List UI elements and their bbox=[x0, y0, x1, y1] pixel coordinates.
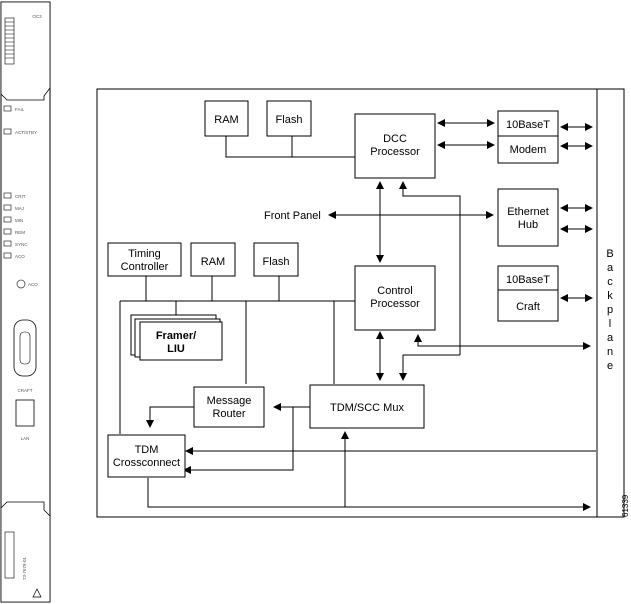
framer-liu-block: Framer/ LIU bbox=[130, 314, 223, 361]
led-fail-icon bbox=[3, 105, 12, 112]
top-ejector-icon bbox=[0, 1, 51, 101]
craft-port-icon[interactable] bbox=[13, 319, 37, 377]
led-aco-label: ACO bbox=[15, 254, 25, 259]
led-min-label: MIN bbox=[15, 218, 23, 223]
flash-top-block: Flash bbox=[266, 100, 312, 137]
backplane-strip bbox=[596, 88, 625, 518]
led-act-stby-icon bbox=[3, 128, 12, 135]
led-maj-label: MAJ bbox=[15, 206, 24, 211]
warning-triangle-icon bbox=[32, 588, 42, 598]
svg-text:10BaseT: 10BaseT bbox=[506, 119, 550, 131]
svg-text:l: l bbox=[609, 318, 611, 330]
card-part-number: 73-7678-01 bbox=[22, 556, 27, 580]
ethernet-hub-block: Ethernet Hub bbox=[497, 188, 559, 247]
card-title: OC3 bbox=[32, 14, 42, 19]
lan-port-icon[interactable] bbox=[15, 399, 35, 427]
card-faceplate: OC3 FAIL ACT/STBY CRIT MAJ MIN REM SYNC … bbox=[0, 1, 51, 603]
message-router-block: Message Router bbox=[193, 386, 265, 428]
svg-text:LIU: LIU bbox=[167, 343, 185, 355]
block-diagram: B a c k p l a n e 61339 bbox=[96, 88, 630, 518]
svg-text:Modem: Modem bbox=[510, 144, 547, 156]
top-latch-icon bbox=[4, 17, 15, 65]
tenbaset-modem-block: 10BaseT Modem bbox=[497, 110, 559, 164]
svg-text:p: p bbox=[607, 304, 613, 316]
svg-text:B: B bbox=[606, 248, 613, 260]
svg-text:Router: Router bbox=[212, 408, 245, 420]
led-crit-icon bbox=[3, 192, 12, 199]
led-act-stby-label: ACT/STBY bbox=[15, 130, 37, 135]
led-rem-icon bbox=[3, 228, 12, 235]
tdm-scc-mux-block: TDM/SCC Mux bbox=[309, 384, 425, 429]
svg-text:a: a bbox=[607, 332, 614, 344]
led-min-icon bbox=[3, 216, 12, 223]
svg-text:Timing: Timing bbox=[128, 248, 161, 260]
craft-port-label: CRAFT bbox=[18, 388, 33, 393]
lan-port-label: LAN bbox=[21, 436, 30, 441]
led-fail-label: FAIL bbox=[15, 107, 25, 112]
svg-text:Processor: Processor bbox=[370, 298, 420, 310]
ram-top-block: RAM bbox=[204, 100, 249, 137]
svg-text:Control: Control bbox=[377, 285, 412, 297]
svg-text:Framer/: Framer/ bbox=[156, 330, 196, 342]
svg-text:Processor: Processor bbox=[370, 146, 420, 158]
led-rem-label: REM bbox=[15, 230, 25, 235]
bottom-ejector-icon bbox=[0, 501, 51, 603]
dcc-processor-block: DCC Processor bbox=[354, 113, 436, 179]
aco-button-icon[interactable] bbox=[16, 279, 26, 289]
led-sync-label: SYNC bbox=[15, 242, 28, 247]
tenbaset-craft-block: 10BaseT Craft bbox=[497, 265, 559, 322]
led-sync-icon bbox=[3, 240, 12, 247]
led-aco-icon bbox=[3, 252, 12, 259]
svg-text:TDM: TDM bbox=[135, 444, 159, 456]
svg-text:Controller: Controller bbox=[121, 261, 169, 273]
timing-controller-block: Timing Controller bbox=[107, 242, 182, 277]
tdm-crossconnect-block: TDM Crossconnect bbox=[107, 434, 186, 478]
bottom-latch-icon bbox=[4, 531, 15, 579]
svg-text:Message: Message bbox=[207, 395, 252, 407]
svg-text:Flash: Flash bbox=[276, 114, 303, 126]
svg-text:RAM: RAM bbox=[214, 114, 238, 126]
svg-text:TDM/SCC Mux: TDM/SCC Mux bbox=[330, 402, 404, 414]
svg-text:Hub: Hub bbox=[518, 219, 538, 231]
figure-number: 61339 bbox=[621, 494, 630, 517]
svg-text:10BaseT: 10BaseT bbox=[506, 274, 550, 286]
svg-text:Crossconnect: Crossconnect bbox=[113, 457, 180, 469]
svg-text:RAM: RAM bbox=[201, 256, 225, 268]
flash-mid-block: Flash bbox=[253, 242, 299, 277]
svg-text:Craft: Craft bbox=[516, 301, 540, 313]
svg-text:Flash: Flash bbox=[263, 256, 290, 268]
svg-text:e: e bbox=[607, 360, 613, 372]
front-panel-label: Front Panel bbox=[264, 210, 321, 222]
led-maj-icon bbox=[3, 204, 12, 211]
svg-text:Ethernet: Ethernet bbox=[507, 206, 549, 218]
backplane-label: B a c k p l a n e bbox=[606, 248, 614, 372]
svg-text:a: a bbox=[607, 262, 614, 274]
led-crit-label: CRIT bbox=[15, 194, 26, 199]
svg-text:DCC: DCC bbox=[383, 133, 407, 145]
svg-text:n: n bbox=[607, 346, 613, 358]
svg-text:c: c bbox=[607, 276, 613, 288]
control-processor-block: Control Processor bbox=[354, 265, 436, 331]
svg-text:k: k bbox=[607, 290, 613, 302]
ram-mid-block: RAM bbox=[190, 242, 236, 277]
aco-button-label: ACO bbox=[28, 282, 38, 287]
